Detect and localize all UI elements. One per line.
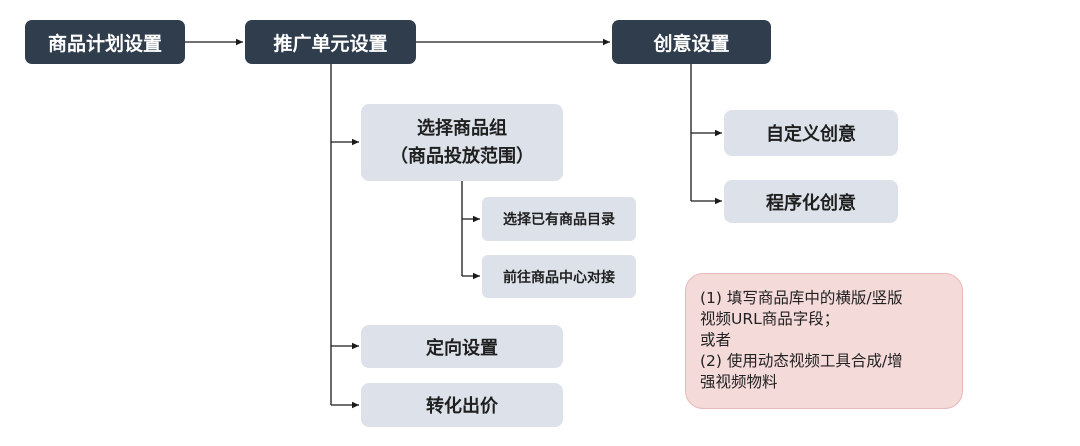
conversion-bid-label: 转化出价 — [426, 396, 498, 417]
goto-center-label: 前往商品中心对接 — [503, 269, 615, 286]
video-material-note: (1) 填写商品库中的横版/竖版 视频URL商品字段； 或者 (2) 使用动态视… — [685, 273, 963, 409]
select-group-line2: （商品投放范围） — [390, 145, 534, 167]
select-catalog-node: 选择已有商品目录 — [482, 197, 636, 241]
note-line: (1) 填写商品库中的横版/竖版 — [700, 289, 903, 307]
targeting-label: 定向设置 — [426, 337, 498, 359]
plan-settings-node: 商品计划设置 — [25, 20, 185, 64]
creative-settings-label: 创意设置 — [653, 32, 730, 55]
goto-center-node: 前往商品中心对接 — [482, 255, 636, 298]
unit-settings-label: 推广单元设置 — [273, 32, 388, 55]
programmatic-creative-label: 程序化创意 — [766, 192, 856, 214]
select-catalog-label: 选择已有商品目录 — [503, 212, 615, 228]
creative-settings-node: 创意设置 — [612, 20, 771, 64]
note-line: (2) 使用动态视频工具合成/增 — [700, 352, 903, 370]
conversion-bid-node: 转化出价 — [361, 383, 563, 427]
select-product-group-node: 选择商品组 （商品投放范围） — [361, 104, 563, 181]
custom-creative-label: 自定义创意 — [766, 124, 856, 145]
select-group-line1: 选择商品组 — [417, 117, 507, 139]
note-line: 或者 — [700, 331, 732, 349]
note-line: 视频URL商品字段； — [700, 310, 840, 328]
plan-settings-label: 商品计划设置 — [47, 32, 162, 55]
custom-creative-node: 自定义创意 — [724, 110, 898, 156]
unit-settings-node: 推广单元设置 — [245, 20, 416, 64]
targeting-node: 定向设置 — [361, 325, 563, 368]
note-line: 强视频物料 — [700, 373, 778, 391]
programmatic-creative-node: 程序化创意 — [724, 180, 898, 223]
